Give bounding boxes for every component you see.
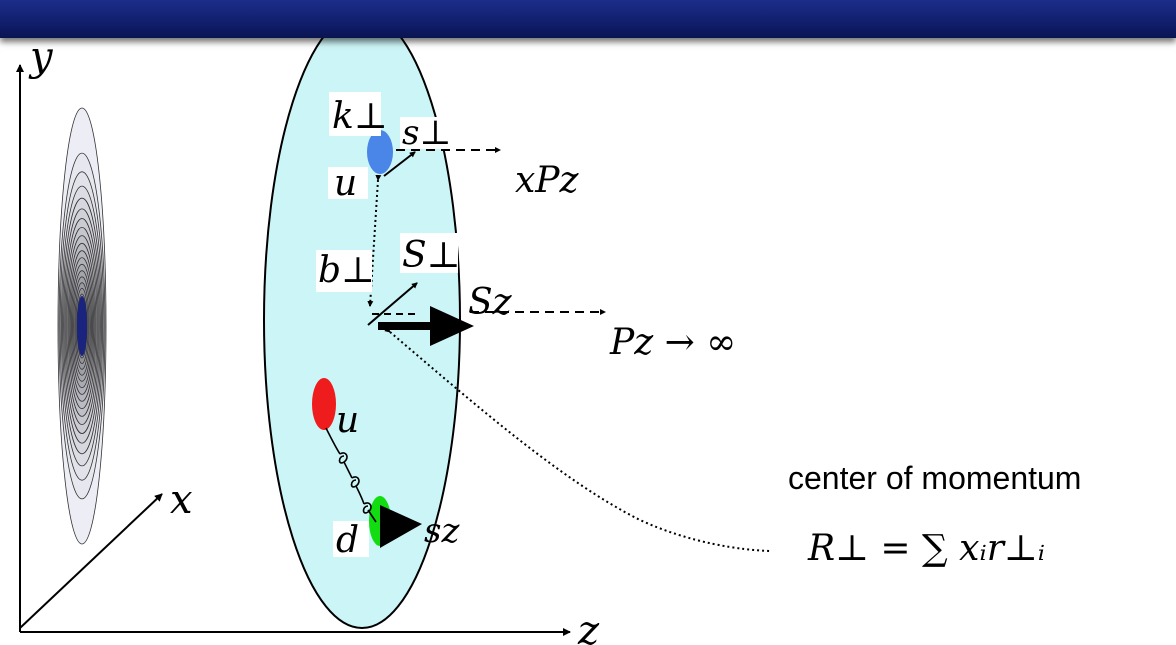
- label-Pz-limit: Pz → ∞: [609, 322, 736, 363]
- S-perp-arrow: [367, 282, 418, 326]
- label-s-z: sz: [424, 511, 460, 551]
- axes: [16, 64, 571, 636]
- title-bar: [0, 0, 1176, 38]
- gluon-line: [325, 427, 377, 523]
- s-z-arrow: [380, 505, 422, 548]
- center-of-momentum-formula: R⊥ = ∑ xᵢr⊥ᵢ: [807, 528, 1045, 569]
- label-S-z: Sz: [468, 282, 513, 323]
- labels: y x z k⊥ s⊥ u xPz b⊥ S⊥ Sz Pz → ∞ u d sz…: [28, 34, 1081, 645]
- x-axis: [19, 493, 163, 629]
- axis-label-y: y: [28, 34, 54, 80]
- label-S-perp: S⊥: [402, 235, 461, 276]
- label-s-perp: s⊥: [402, 113, 451, 153]
- label-u-top: u: [334, 163, 357, 204]
- axis-label-z: z: [577, 608, 600, 645]
- label-xPz: xPz: [515, 160, 580, 201]
- s-perp-arrow: [383, 151, 416, 177]
- u-quark-top: [367, 130, 393, 174]
- label-k-perp: k⊥: [332, 96, 388, 137]
- label-b-perp: b⊥: [318, 250, 375, 291]
- contour-core: [77, 296, 87, 356]
- label-d: d: [336, 520, 359, 561]
- transverse-density-contours: [57, 107, 107, 545]
- u-quark-bottom: [312, 378, 336, 430]
- center-of-momentum-caption: center of momentum: [788, 460, 1081, 496]
- axis-label-x: x: [170, 477, 193, 523]
- S-z-big-arrow: [378, 306, 474, 346]
- label-u-bottom: u: [336, 400, 359, 441]
